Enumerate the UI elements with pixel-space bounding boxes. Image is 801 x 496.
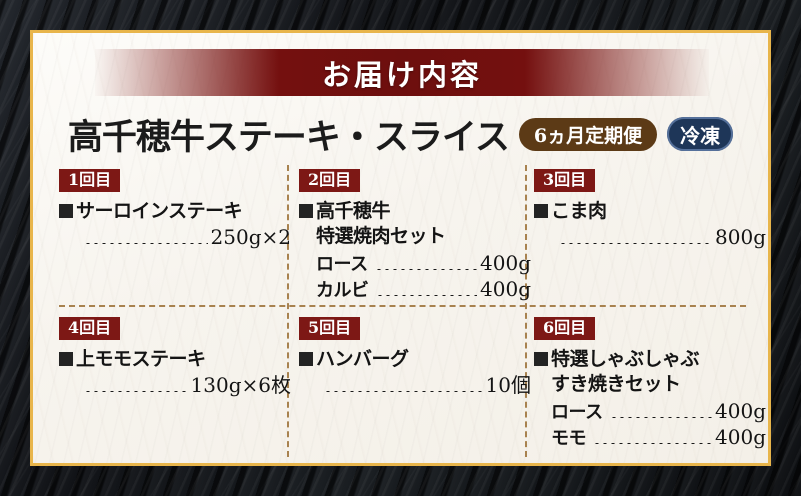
delivery-number-badge: 6回目 bbox=[534, 317, 596, 341]
delivery-item-name-text: 特選しゃぶしゃぶ bbox=[551, 348, 700, 371]
quantity-label: ロース bbox=[551, 401, 603, 423]
quantity-value: 400g bbox=[480, 250, 531, 275]
delivery-item-name: ハンバーグ bbox=[299, 347, 531, 372]
delivery-item-name: サーロインステーキ bbox=[59, 199, 291, 224]
delivery-quantity-row: 250g×2 bbox=[59, 224, 291, 250]
product-title-row: 高千穂牛ステーキ・スライス 6ヵ月定期便 冷凍 bbox=[33, 105, 768, 163]
grid-divider-horizontal bbox=[59, 305, 746, 307]
delivery-quantity-row: 130g×6枚 bbox=[59, 372, 291, 398]
page-title: 高千穂牛ステーキ・スライス bbox=[67, 116, 510, 158]
dot-leader bbox=[84, 391, 188, 393]
delivery-cell: 3回目こま肉 800g bbox=[534, 169, 766, 250]
badge-frozen: 冷凍 bbox=[667, 117, 734, 151]
delivery-item-name-text: 高千穂牛 bbox=[316, 200, 391, 223]
delivery-item-name-text: サーロインステーキ bbox=[76, 200, 243, 223]
bullet-square-icon bbox=[534, 352, 548, 367]
delivery-item-name: 高千穂牛 bbox=[299, 199, 531, 224]
delivery-cell: 2回目高千穂牛特選焼肉セットロース 400g カルビ 400g bbox=[299, 169, 531, 302]
quantity-value: 10個 bbox=[485, 373, 531, 398]
bullet-square-icon bbox=[299, 352, 313, 367]
delivery-item-name: 特選しゃぶしゃぶ bbox=[534, 347, 766, 372]
quantity-value: 400g bbox=[715, 424, 766, 449]
dot-leader bbox=[375, 294, 478, 296]
delivery-cell: 5回目ハンバーグ 10個 bbox=[299, 317, 531, 398]
delivery-number-badge: 3回目 bbox=[534, 169, 596, 193]
section-banner: お届け内容 bbox=[95, 49, 709, 96]
delivery-item-subname: すき焼きセット bbox=[551, 373, 681, 396]
delivery-item-name: 上モモステーキ bbox=[59, 347, 291, 372]
delivery-quantity-row: ロース 400g bbox=[299, 250, 531, 276]
banner-title: お届け内容 bbox=[321, 57, 482, 92]
delivery-quantity-row: モモ 400g bbox=[534, 424, 766, 450]
delivery-number-badge: 5回目 bbox=[299, 317, 361, 341]
dot-leader bbox=[559, 243, 713, 245]
delivery-quantity-row: 10個 bbox=[299, 372, 531, 398]
bullet-square-icon bbox=[59, 204, 73, 219]
quantity-label: ロース bbox=[316, 253, 368, 275]
delivery-item-subname: 特選焼肉セット bbox=[316, 225, 446, 248]
quantity-value: 400g bbox=[480, 276, 531, 301]
delivery-item-name: こま肉 bbox=[534, 199, 766, 224]
quantity-value: 800g bbox=[715, 225, 766, 250]
dot-leader bbox=[324, 391, 483, 393]
delivery-quantity-row: ロース 400g bbox=[534, 398, 766, 424]
quantity-value: 400g bbox=[715, 398, 766, 423]
dot-leader bbox=[84, 243, 208, 245]
bullet-square-icon bbox=[534, 204, 548, 219]
delivery-item-name-text: 上モモステーキ bbox=[76, 348, 206, 371]
quantity-label: カルビ bbox=[316, 279, 369, 301]
delivery-item-name-text: ハンバーグ bbox=[316, 348, 409, 371]
delivery-number-badge: 4回目 bbox=[59, 317, 121, 341]
content-card: お届け内容 高千穂牛ステーキ・スライス 6ヵ月定期便 冷凍 1回目サーロインステ… bbox=[30, 30, 771, 466]
delivery-number-badge: 2回目 bbox=[299, 169, 361, 193]
delivery-quantity-row: 800g bbox=[534, 224, 766, 250]
grid-divider-vertical-2 bbox=[525, 165, 527, 457]
quantity-label: モモ bbox=[551, 427, 587, 449]
delivery-number-badge: 1回目 bbox=[59, 169, 121, 193]
delivery-cell: 6回目特選しゃぶしゃぶすき焼きセットロース 400g モモ 400g bbox=[534, 317, 766, 450]
delivery-item-name-text: こま肉 bbox=[551, 200, 607, 223]
dot-leader bbox=[593, 442, 713, 444]
quantity-value: 250g×2 bbox=[210, 225, 291, 250]
bullet-square-icon bbox=[59, 352, 73, 367]
dot-leader bbox=[374, 268, 478, 270]
grid-divider-vertical-1 bbox=[287, 165, 289, 457]
badge-subscription-term: 6ヵ月定期便 bbox=[518, 117, 658, 151]
quantity-value: 130g×6枚 bbox=[190, 373, 291, 398]
dot-leader bbox=[609, 416, 713, 418]
delivery-quantity-row: カルビ 400g bbox=[299, 276, 531, 302]
bullet-square-icon bbox=[299, 204, 313, 219]
